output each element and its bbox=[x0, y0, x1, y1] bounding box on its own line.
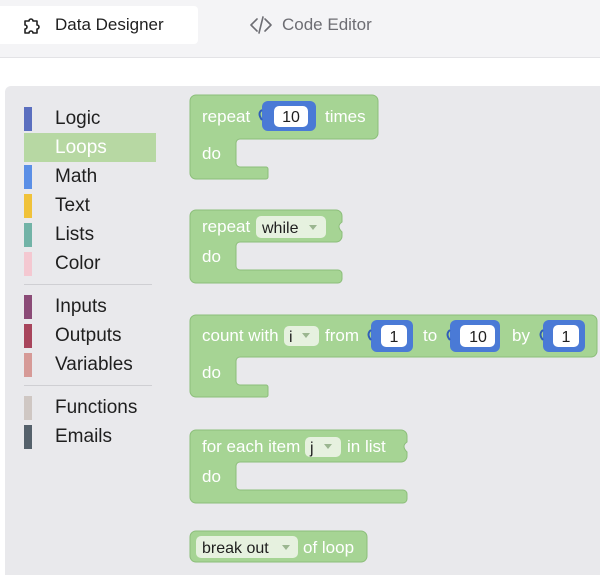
tab-code-editor-label: Code Editor bbox=[282, 15, 372, 34]
repeat-mode-value: while bbox=[261, 220, 299, 237]
toolbox-category-loops[interactable]: Loops bbox=[24, 133, 156, 162]
toolbox-category-outputs[interactable]: Outputs bbox=[24, 321, 156, 350]
toolbox-category-math[interactable]: Math bbox=[24, 162, 156, 191]
category-label: Variables bbox=[55, 353, 133, 375]
category-color-swatch bbox=[24, 193, 32, 218]
toolbox-category-text[interactable]: Text bbox=[24, 191, 156, 220]
category-color-swatch bbox=[24, 222, 32, 247]
repeat-label: repeat bbox=[202, 107, 250, 126]
repeat-count-input[interactable]: 10 bbox=[258, 101, 317, 131]
count-by-input[interactable]: 1 bbox=[539, 320, 586, 352]
category-color-swatch bbox=[24, 395, 32, 420]
toolbox-category-logic[interactable]: Logic bbox=[24, 104, 156, 133]
count-variable-value: i bbox=[289, 329, 293, 346]
count-variable-dropdown[interactable]: i bbox=[284, 326, 319, 346]
toolbox-separator bbox=[24, 284, 152, 285]
tab-bar: Data Designer Code Editor bbox=[0, 0, 600, 58]
chevron-down-icon bbox=[324, 444, 332, 449]
tab-data-designer[interactable]: Data Designer bbox=[0, 6, 198, 44]
tab-data-designer-label: Data Designer bbox=[55, 15, 164, 34]
count-to-input[interactable]: 10 bbox=[446, 320, 501, 352]
category-label: Math bbox=[55, 165, 98, 187]
for-each-in-list-label: in list bbox=[347, 437, 386, 456]
tab-code-editor[interactable]: Code Editor bbox=[244, 6, 404, 44]
repeat-while-label: repeat bbox=[202, 217, 250, 236]
toolbox-category-lists[interactable]: Lists bbox=[24, 220, 156, 249]
count-by-label: by bbox=[512, 326, 530, 345]
toolbox-category-inputs[interactable]: Inputs bbox=[24, 292, 156, 321]
repeat-count-value: 10 bbox=[282, 109, 300, 126]
category-label: Emails bbox=[55, 425, 113, 447]
count-do-label: do bbox=[202, 363, 221, 382]
break-mode-dropdown[interactable]: break out bbox=[196, 536, 298, 558]
code-icon bbox=[248, 12, 274, 38]
break-suffix-label: of loop bbox=[303, 538, 354, 557]
repeat-mode-dropdown[interactable]: while bbox=[256, 216, 326, 238]
toolbox-category-variables[interactable]: Variables bbox=[24, 350, 156, 379]
category-label: Lists bbox=[55, 223, 95, 245]
for-each-variable-value: j bbox=[309, 440, 314, 457]
count-with-label: count with bbox=[202, 326, 279, 345]
category-color-swatch bbox=[24, 352, 32, 377]
category-color-swatch bbox=[24, 251, 32, 276]
toolbox-category-emails[interactable]: Emails bbox=[24, 422, 156, 451]
for-each-block[interactable]: for each item j in list do bbox=[189, 429, 408, 504]
category-label: Logic bbox=[55, 107, 101, 129]
chevron-down-icon bbox=[309, 225, 317, 230]
count-to-value: 10 bbox=[469, 329, 487, 346]
count-by-value: 1 bbox=[562, 329, 571, 346]
for-each-do-label: do bbox=[202, 467, 221, 486]
category-label: Color bbox=[55, 252, 101, 274]
for-each-variable-dropdown[interactable]: j bbox=[305, 437, 341, 457]
for-each-label: for each item bbox=[202, 437, 300, 456]
category-label: Functions bbox=[55, 396, 138, 418]
repeat-while-do-label: do bbox=[202, 247, 221, 266]
break-mode-value: break out bbox=[202, 540, 269, 557]
toolbox-separator bbox=[24, 385, 152, 386]
category-color-swatch bbox=[24, 294, 32, 319]
toolbox-category-color[interactable]: Color bbox=[24, 249, 156, 278]
repeat-times-block[interactable]: repeat 10 times do bbox=[189, 94, 379, 180]
category-label: Text bbox=[55, 194, 90, 216]
chevron-down-icon bbox=[282, 545, 290, 550]
count-to-label: to bbox=[423, 326, 437, 345]
puzzle-icon bbox=[20, 12, 46, 38]
category-label: Inputs bbox=[55, 295, 107, 317]
count-from-value: 1 bbox=[390, 329, 399, 346]
category-color-swatch bbox=[24, 424, 32, 449]
repeat-while-block[interactable]: repeat while do bbox=[189, 209, 343, 284]
toolbox: Logic Loops Math Text Lists Color Inputs… bbox=[24, 104, 156, 451]
repeat-do-label: do bbox=[202, 144, 221, 163]
category-color-swatch bbox=[24, 164, 32, 189]
count-from-input[interactable]: 1 bbox=[367, 320, 414, 352]
count-with-block[interactable]: count with i from 1 to 10 by 1 do bbox=[189, 314, 598, 398]
category-label: Outputs bbox=[55, 324, 122, 346]
break-block[interactable]: break out of loop bbox=[189, 530, 368, 563]
count-from-label: from bbox=[325, 326, 359, 345]
chevron-down-icon bbox=[302, 333, 310, 338]
category-color-swatch bbox=[24, 323, 32, 348]
toolbox-category-functions[interactable]: Functions bbox=[24, 393, 156, 422]
category-label: Loops bbox=[55, 136, 107, 158]
repeat-times-label: times bbox=[325, 107, 366, 126]
category-color-swatch bbox=[24, 106, 32, 131]
